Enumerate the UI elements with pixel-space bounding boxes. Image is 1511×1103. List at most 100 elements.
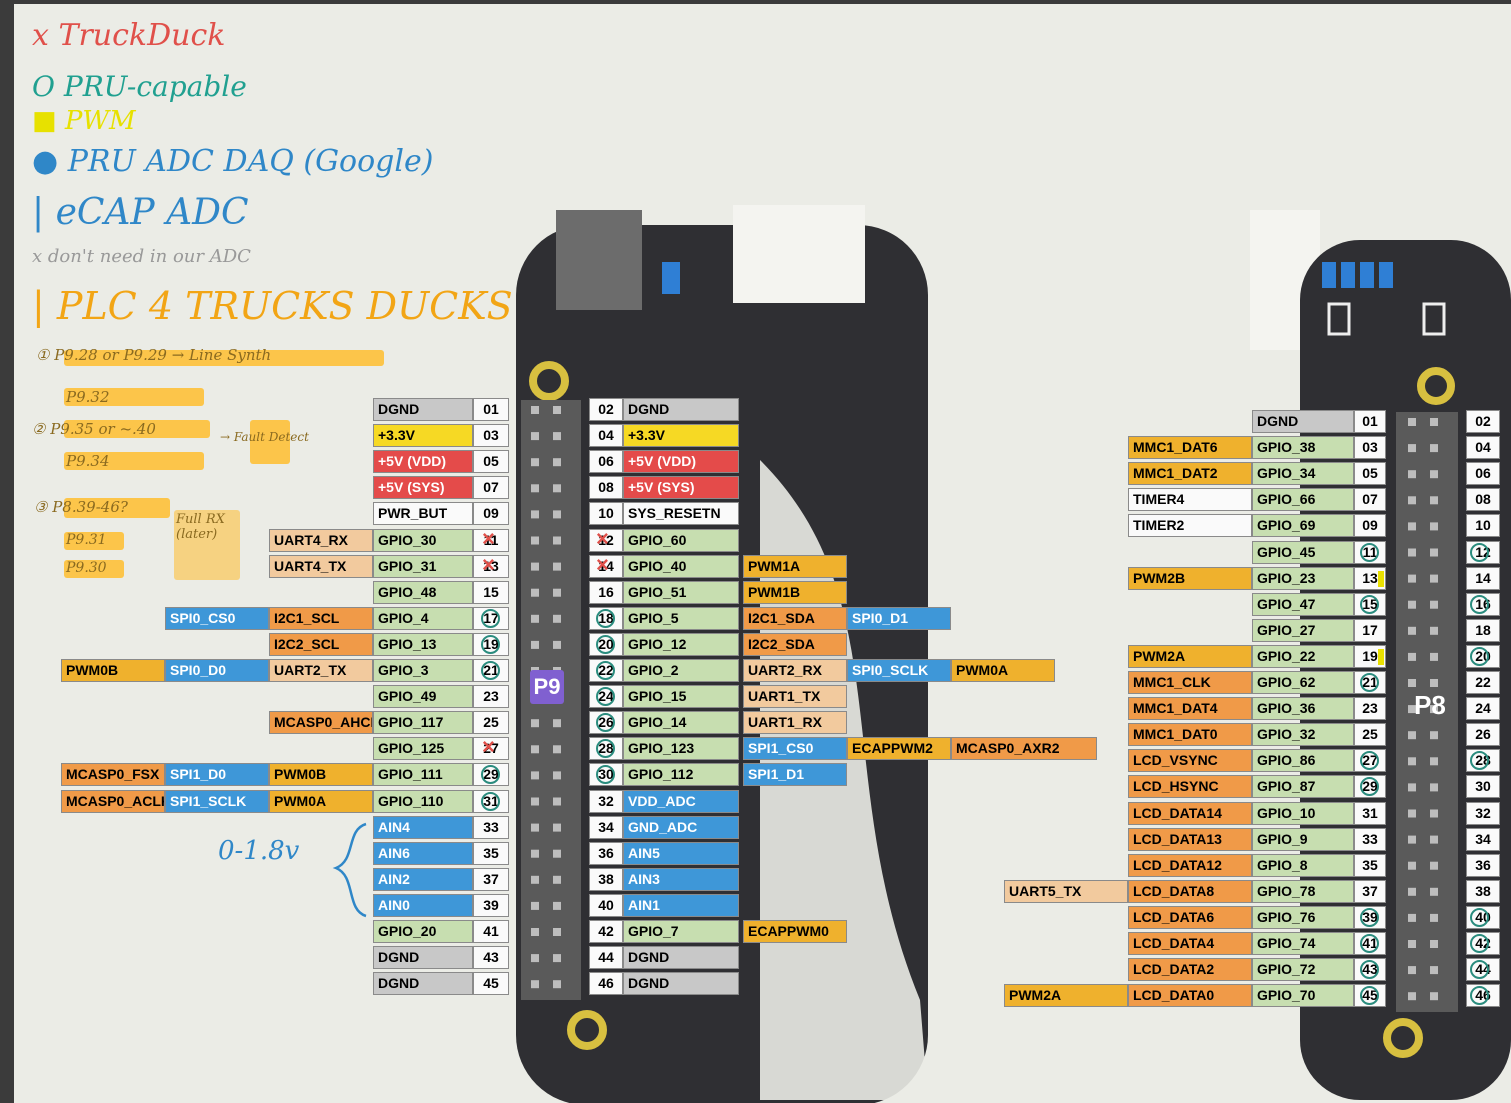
note-3-side: Full RX (later) (176, 512, 225, 542)
pin-hole (553, 484, 561, 493)
voltage-brace (332, 822, 367, 918)
pin-hole (531, 614, 539, 623)
p9-pin-number: 08 (589, 476, 623, 500)
p9-pin-mode: SPI0_D0 (165, 659, 269, 682)
pin-hole (1408, 522, 1416, 531)
p9-pin-name: PWR_BUT (373, 502, 473, 526)
p9-pin-number: 46 (589, 972, 623, 996)
pru-circle-mark (1360, 777, 1379, 797)
pin-hole (1430, 679, 1438, 687)
pru-circle-mark (481, 661, 500, 680)
p9-pin-mode: PWM0B (61, 659, 165, 682)
p8-mount-hole-top (1417, 367, 1455, 405)
p9-pin-mode: SPI0_CS0 (165, 606, 269, 630)
p8-pin-name: GPIO_8 (1252, 853, 1354, 877)
p9-pin-number: 32 (589, 789, 623, 813)
p9-pin-mode: PWM1A (743, 554, 847, 578)
p9-pin-mode: SPI1_D1 (743, 763, 847, 787)
p8-pin-number: 30 (1466, 775, 1500, 799)
pin-hole (531, 797, 539, 806)
p9-pin-name: GPIO_123 (623, 737, 739, 761)
p8-pin-name: GPIO_72 (1252, 958, 1354, 982)
pin-hole (531, 562, 539, 571)
p9-pin-name: GPIO_40 (623, 554, 739, 578)
legend-item-6: | PLC 4 TRUCKS DUCKS (32, 284, 513, 328)
truckduck-x-mark: × (482, 734, 495, 760)
p9-pin-mode: UART1_TX (743, 685, 847, 709)
pin-hole (1430, 861, 1438, 870)
p9-pin-number: 04 (589, 424, 623, 448)
pru-circle-mark (1470, 907, 1489, 927)
note-3b: P9.31 (66, 532, 107, 548)
p8-pin-number: 01 (1354, 410, 1386, 433)
p9-pin-mode: PWM0A (951, 659, 1055, 682)
p8-pin-name: GPIO_74 (1252, 932, 1354, 955)
pin-hole (1408, 574, 1416, 583)
p9-pin-number: 09 (473, 502, 509, 526)
pru-circle-mark (1470, 646, 1489, 666)
p9-pin-name: +5V (SYS) (373, 476, 473, 500)
p9-pin-name: AIN4 (373, 815, 473, 839)
p8-pin-mode: UART5_TX (1004, 879, 1128, 903)
p8-pin-name: GPIO_66 (1252, 488, 1354, 512)
pru-circle-mark (1360, 960, 1379, 980)
p8-pin-name: GPIO_86 (1252, 749, 1354, 773)
pin-hole (1408, 444, 1416, 453)
p8-pin-mode: MMC1_CLK (1128, 671, 1252, 694)
p9-pin-mode: UART4_RX (269, 528, 373, 552)
p8-pin-mode: LCD_DATA13 (1128, 827, 1252, 851)
p8-pin-name: GPIO_76 (1252, 905, 1354, 929)
pin-hole (531, 980, 539, 989)
p9-pin-number: 38 (589, 867, 623, 891)
pin-hole (553, 823, 561, 832)
p9-pin-mode: MCASP0_AXR2 (951, 737, 1097, 761)
pru-circle-mark (481, 765, 500, 785)
pin-hole (1430, 966, 1438, 975)
pin-hole (1430, 705, 1438, 714)
p9-pin-number: 01 (473, 398, 509, 421)
p8-pin-number: 33 (1354, 827, 1386, 851)
pin-hole (1408, 783, 1416, 792)
p9-pin-name: GND_ADC (623, 815, 739, 839)
pru-circle-mark (596, 608, 615, 628)
p8-led-4 (1379, 262, 1393, 288)
p8-pin-name: GPIO_62 (1252, 671, 1354, 694)
pin-hole (1430, 913, 1438, 922)
p9-pin-number: 10 (589, 502, 623, 526)
pin-hole (531, 406, 539, 414)
p9-pin-name: +5V (VDD) (373, 450, 473, 474)
p9-pin-name: GPIO_125 (373, 737, 473, 761)
p9-pin-name: GPIO_3 (373, 659, 473, 682)
p9-pin-number: 05 (473, 450, 509, 474)
p8-pin-name: GPIO_36 (1252, 697, 1354, 721)
p8-pin-name: GPIO_69 (1252, 514, 1354, 538)
note-highlight-2-side (250, 420, 290, 464)
p8-button-2 (1422, 302, 1446, 336)
pin-hole (1430, 548, 1438, 557)
p9-pin-number: 34 (589, 815, 623, 839)
pin-hole (1408, 548, 1416, 557)
note-highlight-2c (64, 452, 204, 470)
pru-circle-mark (481, 791, 500, 811)
pin-hole (1430, 809, 1438, 818)
p9-pin-name: GPIO_48 (373, 580, 473, 604)
p8-pin-number: 36 (1466, 853, 1500, 877)
pin-hole (1408, 652, 1416, 661)
pin-hole (531, 588, 539, 597)
p8-pin-number: 05 (1354, 462, 1386, 486)
p8-pin-mode: LCD_DATA6 (1128, 905, 1252, 929)
pin-hole (553, 588, 561, 597)
p8-pin-number: 04 (1466, 436, 1500, 460)
legend-item-1: O PRU-capable (32, 70, 247, 103)
pru-circle-mark (1470, 934, 1489, 953)
p9-pin-name: GPIO_14 (623, 711, 739, 735)
pru-circle-mark (596, 661, 615, 680)
p9-pin-mode: MCASP0_FSX (61, 763, 165, 787)
p9-pin-name: GPIO_12 (623, 632, 739, 656)
p9-pin-number: 43 (473, 946, 509, 970)
p9-pin-mode: PWM0A (269, 789, 373, 813)
p8-pin-mode: LCD_DATA4 (1128, 932, 1252, 955)
pin-hole (531, 484, 539, 493)
p9-pin-number: 06 (589, 450, 623, 474)
